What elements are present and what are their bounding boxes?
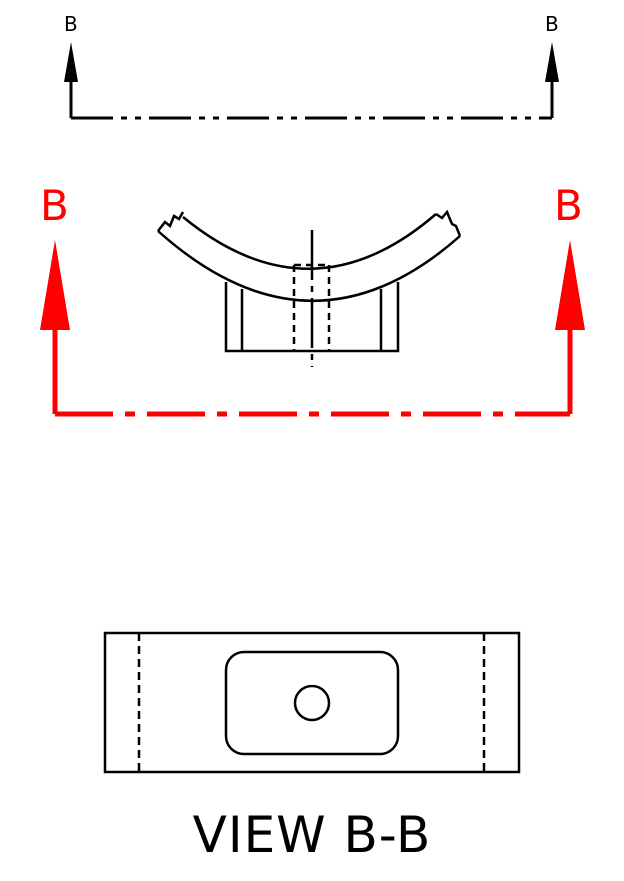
view-outline — [103, 631, 521, 774]
saddle-inner-curve — [182, 213, 437, 270]
arrow-up-icon — [555, 240, 585, 330]
section-marker-black — [69, 80, 554, 120]
hole-circle — [293, 684, 331, 722]
saddle-outer-curve — [157, 230, 461, 302]
section-label-right-red: B — [554, 181, 583, 230]
section-label-right-black: B — [545, 12, 559, 36]
arrow-up-icon — [545, 42, 559, 82]
section-view-b-b — [103, 631, 521, 774]
saddle-break-right — [435, 209, 462, 237]
section-marker-red — [52, 328, 573, 417]
section-label-left-red: B — [40, 181, 69, 230]
arrow-up-icon — [64, 42, 78, 82]
section-label-left-black: B — [64, 12, 78, 36]
view-caption: VIEW B-B — [193, 806, 432, 864]
front-view-part — [157, 209, 462, 367]
saddle-break-left — [157, 211, 185, 232]
rounded-pad — [224, 650, 400, 756]
block-outline — [224, 282, 400, 353]
arrow-up-icon — [40, 240, 70, 330]
